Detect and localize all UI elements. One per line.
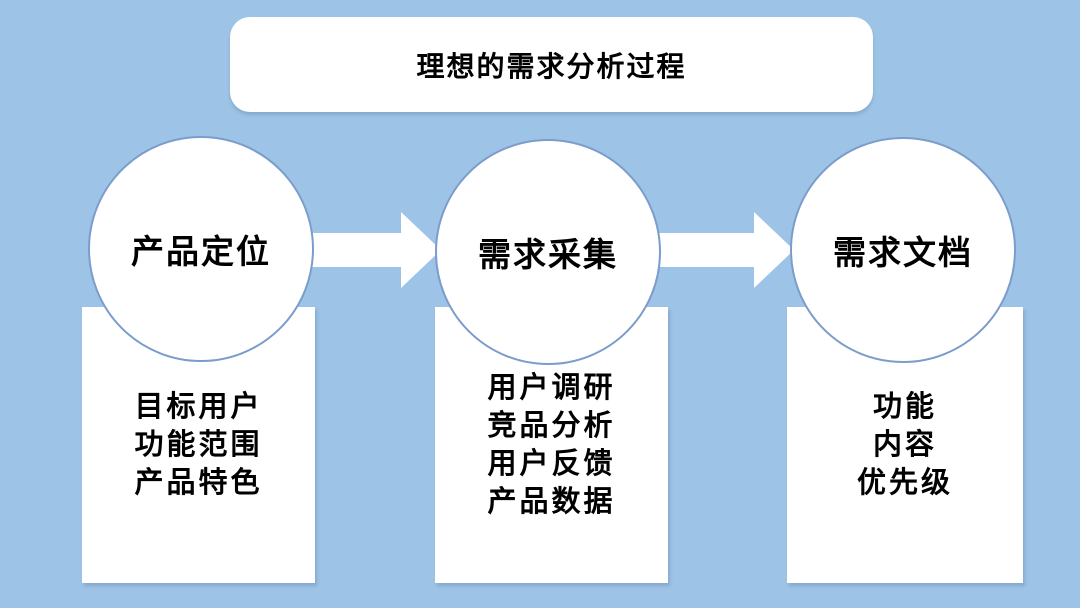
step-label: 需求文档 bbox=[833, 234, 973, 271]
detail-item: 产品特色 bbox=[134, 467, 263, 499]
detail-item: 用户调研 bbox=[487, 372, 616, 404]
detail-item: 目标用户 bbox=[134, 391, 263, 423]
detail-item: 功能 bbox=[872, 391, 937, 423]
detail-item: 内容 bbox=[872, 429, 937, 461]
step-label: 需求采集 bbox=[478, 236, 618, 273]
detail-item: 竞品分析 bbox=[487, 410, 616, 442]
arrow-right-icon bbox=[654, 212, 794, 288]
step-circle-requirement-collection: 需求采集 bbox=[435, 139, 661, 365]
diagram-title-box: 理想的需求分析过程 bbox=[230, 17, 873, 112]
step-circle-requirement-document: 需求文档 bbox=[790, 137, 1016, 363]
detail-item: 优先级 bbox=[856, 467, 953, 499]
diagram-title: 理想的需求分析过程 bbox=[416, 50, 687, 82]
detail-item: 产品数据 bbox=[487, 486, 616, 518]
step-circle-product-positioning: 产品定位 bbox=[88, 136, 314, 362]
detail-item: 用户反馈 bbox=[487, 448, 616, 480]
arrow-right-icon bbox=[301, 212, 441, 288]
step-label: 产品定位 bbox=[131, 233, 271, 270]
detail-item: 功能范围 bbox=[134, 429, 263, 461]
